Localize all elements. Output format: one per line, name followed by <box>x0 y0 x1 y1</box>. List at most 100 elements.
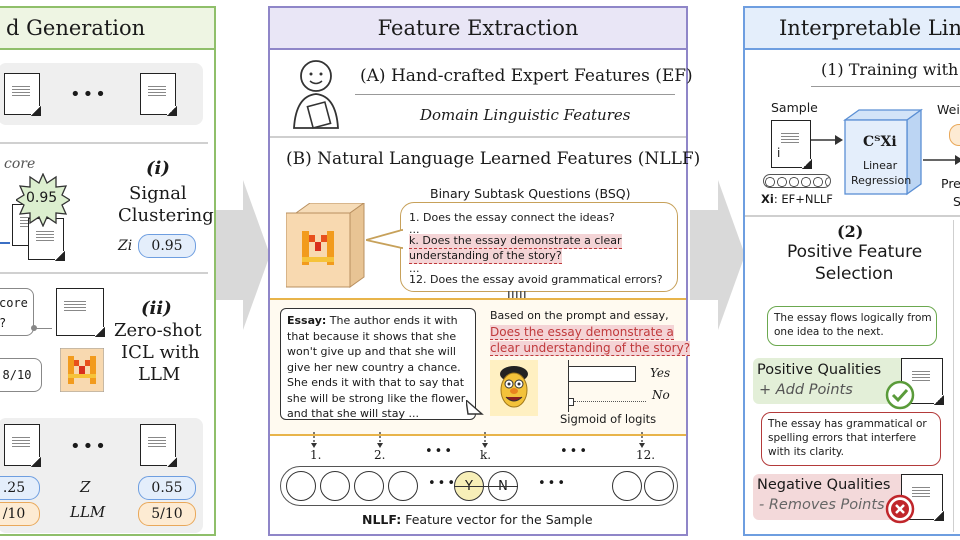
feature-index-ellipsis: ••• <box>425 444 455 459</box>
flow-arrow-right <box>690 180 745 330</box>
prompt-line-2: ? <box>0 313 33 333</box>
method-ii-label: (ii) <box>141 298 172 319</box>
expert-person-icon <box>293 60 339 129</box>
divider <box>270 136 686 138</box>
method-i-name-1: Signal <box>129 183 187 204</box>
character-avatar-icon <box>490 360 538 416</box>
document-icon <box>56 288 105 337</box>
bsq-question-1: 1. Does the essay connect the ideas? <box>409 211 615 224</box>
divider <box>745 215 960 217</box>
sample-note-icon <box>771 120 812 169</box>
method-ii-name-1: Zero-shot <box>114 320 202 341</box>
feature-extraction-panel: Feature Extraction (A) Hand-crafted Expe… <box>268 6 700 536</box>
selection-title-2: Selection <box>815 264 894 284</box>
essay-line: that because it shows that she <box>287 329 457 343</box>
zi-label: Zi <box>118 238 133 254</box>
sigmoid-label: Sigmoid of logits <box>560 412 657 426</box>
output-grade-pill: 5/10 <box>138 502 196 526</box>
vector-caption: NLLF: Feature vector for the Sample <box>362 512 593 527</box>
selection-number: (2) <box>837 222 864 241</box>
feature-index: 12. <box>636 448 656 462</box>
yes-label: Yes <box>650 366 671 380</box>
divider <box>355 94 675 95</box>
essay-line: and that she will stay ... <box>287 407 419 420</box>
connector-dot <box>31 325 37 331</box>
generation-panel: d Generation ••• core 0.95 (i) Signal Cl… <box>0 6 216 536</box>
prompt-question-2: clear understanding of the story? <box>490 341 691 356</box>
weights-pill <box>949 124 960 146</box>
sample-vector <box>763 174 831 188</box>
prompt-intro: Based on the prompt and essay, <box>490 309 669 322</box>
x-def: Xi: EF+NLLF <box>761 192 833 206</box>
blue-link-line <box>0 242 10 244</box>
column-divider <box>953 220 954 532</box>
dotted-guide <box>574 401 646 402</box>
outputs-ellipsis: ••• <box>70 436 108 457</box>
negative-example-2: spelling errors that interfere <box>768 432 917 444</box>
regression-label-2: Regression <box>851 174 912 187</box>
negative-title: Negative Qualities <box>757 477 891 493</box>
weights-label: Wei <box>937 102 960 117</box>
essay-box-tail <box>466 400 484 415</box>
feature-index: 1. <box>310 448 322 462</box>
selection-title-1: Positive Feature <box>787 242 923 262</box>
divider <box>811 86 960 87</box>
linear-regression-cube-icon <box>843 108 923 196</box>
feature-index: k. <box>480 448 492 462</box>
index-arrows <box>311 432 645 448</box>
sample-note-icon <box>4 73 41 116</box>
essay-line: she will be strong like the flower <box>287 391 466 405</box>
bsq-bubble: 1. Does the essay connect the ideas? ...… <box>400 202 678 292</box>
feature-slot <box>612 471 642 501</box>
ef-subtitle: Domain Linguistic Features <box>420 106 631 124</box>
positive-example-2: one idea to the next. <box>774 326 884 338</box>
vector-caption-bold: NLLF: <box>362 512 402 527</box>
essay-line: give her new country a chance. <box>287 360 461 374</box>
sample-index: i <box>777 146 781 160</box>
x-definition: : EF+NLLF <box>773 192 833 206</box>
yes-bar <box>568 366 636 382</box>
regression-formula: CᵀXi <box>863 134 897 150</box>
connector-line <box>34 328 52 329</box>
feature-index-ellipsis: ••• <box>560 444 590 459</box>
flow-arrow-left <box>215 180 270 330</box>
nllf-title: (B) Natural Language Learned Features (N… <box>286 149 701 169</box>
positive-title: Positive Qualities <box>757 362 882 378</box>
negative-example-3: with its clarity. <box>768 446 844 458</box>
prediction-label-2: S <box>953 194 960 209</box>
bsq-question-12: 12. Does the essay avoid grammatical err… <box>409 273 663 286</box>
samples-ellipsis: ••• <box>70 84 108 105</box>
prompt-box: core ? <box>0 288 34 336</box>
essay-box: Essay: The author ends it with that beca… <box>280 308 476 420</box>
method-ii-name-2: ICL with <box>121 342 200 363</box>
negative-example-bubble: The essay has grammatical or spelling er… <box>761 412 941 466</box>
no-label: No <box>652 388 670 402</box>
output-note-icon <box>140 424 177 467</box>
vector-ellipsis: ••• <box>538 476 568 491</box>
regression-label-1: Linear <box>863 159 898 172</box>
feature-extraction-title: Feature Extraction <box>377 16 579 40</box>
arrow-to-model <box>811 135 843 145</box>
output-value-pill: 0.55 <box>138 476 196 500</box>
llm-logo-icon <box>60 348 104 392</box>
arrow-to-output <box>923 155 960 165</box>
bsq-ellipsis: ... <box>409 262 420 275</box>
feature-extraction-header: Feature Extraction <box>270 8 686 50</box>
generation-title: d Generation <box>6 16 146 40</box>
interpretable-header: Interpretable Line <box>745 8 960 50</box>
prediction-label: Pre <box>941 176 960 191</box>
feature-slot <box>354 471 384 501</box>
ef-title: (A) Hand-crafted Expert Features (EF) <box>360 66 693 86</box>
positive-subtitle: + Add Points <box>759 382 853 398</box>
vector-caption-rest: Feature vector for the Sample <box>401 512 593 527</box>
llm-cube-icon <box>286 203 365 288</box>
feature-index: 2. <box>374 448 386 462</box>
feature-slot <box>644 471 674 501</box>
core-label: core <box>4 156 36 172</box>
divider <box>0 272 208 274</box>
output-note-icon <box>4 424 41 467</box>
bsq-pins <box>508 291 526 299</box>
essay-line: She ends it with that to say that <box>287 376 465 389</box>
negative-subtitle: - Removes Points <box>759 497 885 513</box>
check-icon <box>885 380 915 410</box>
